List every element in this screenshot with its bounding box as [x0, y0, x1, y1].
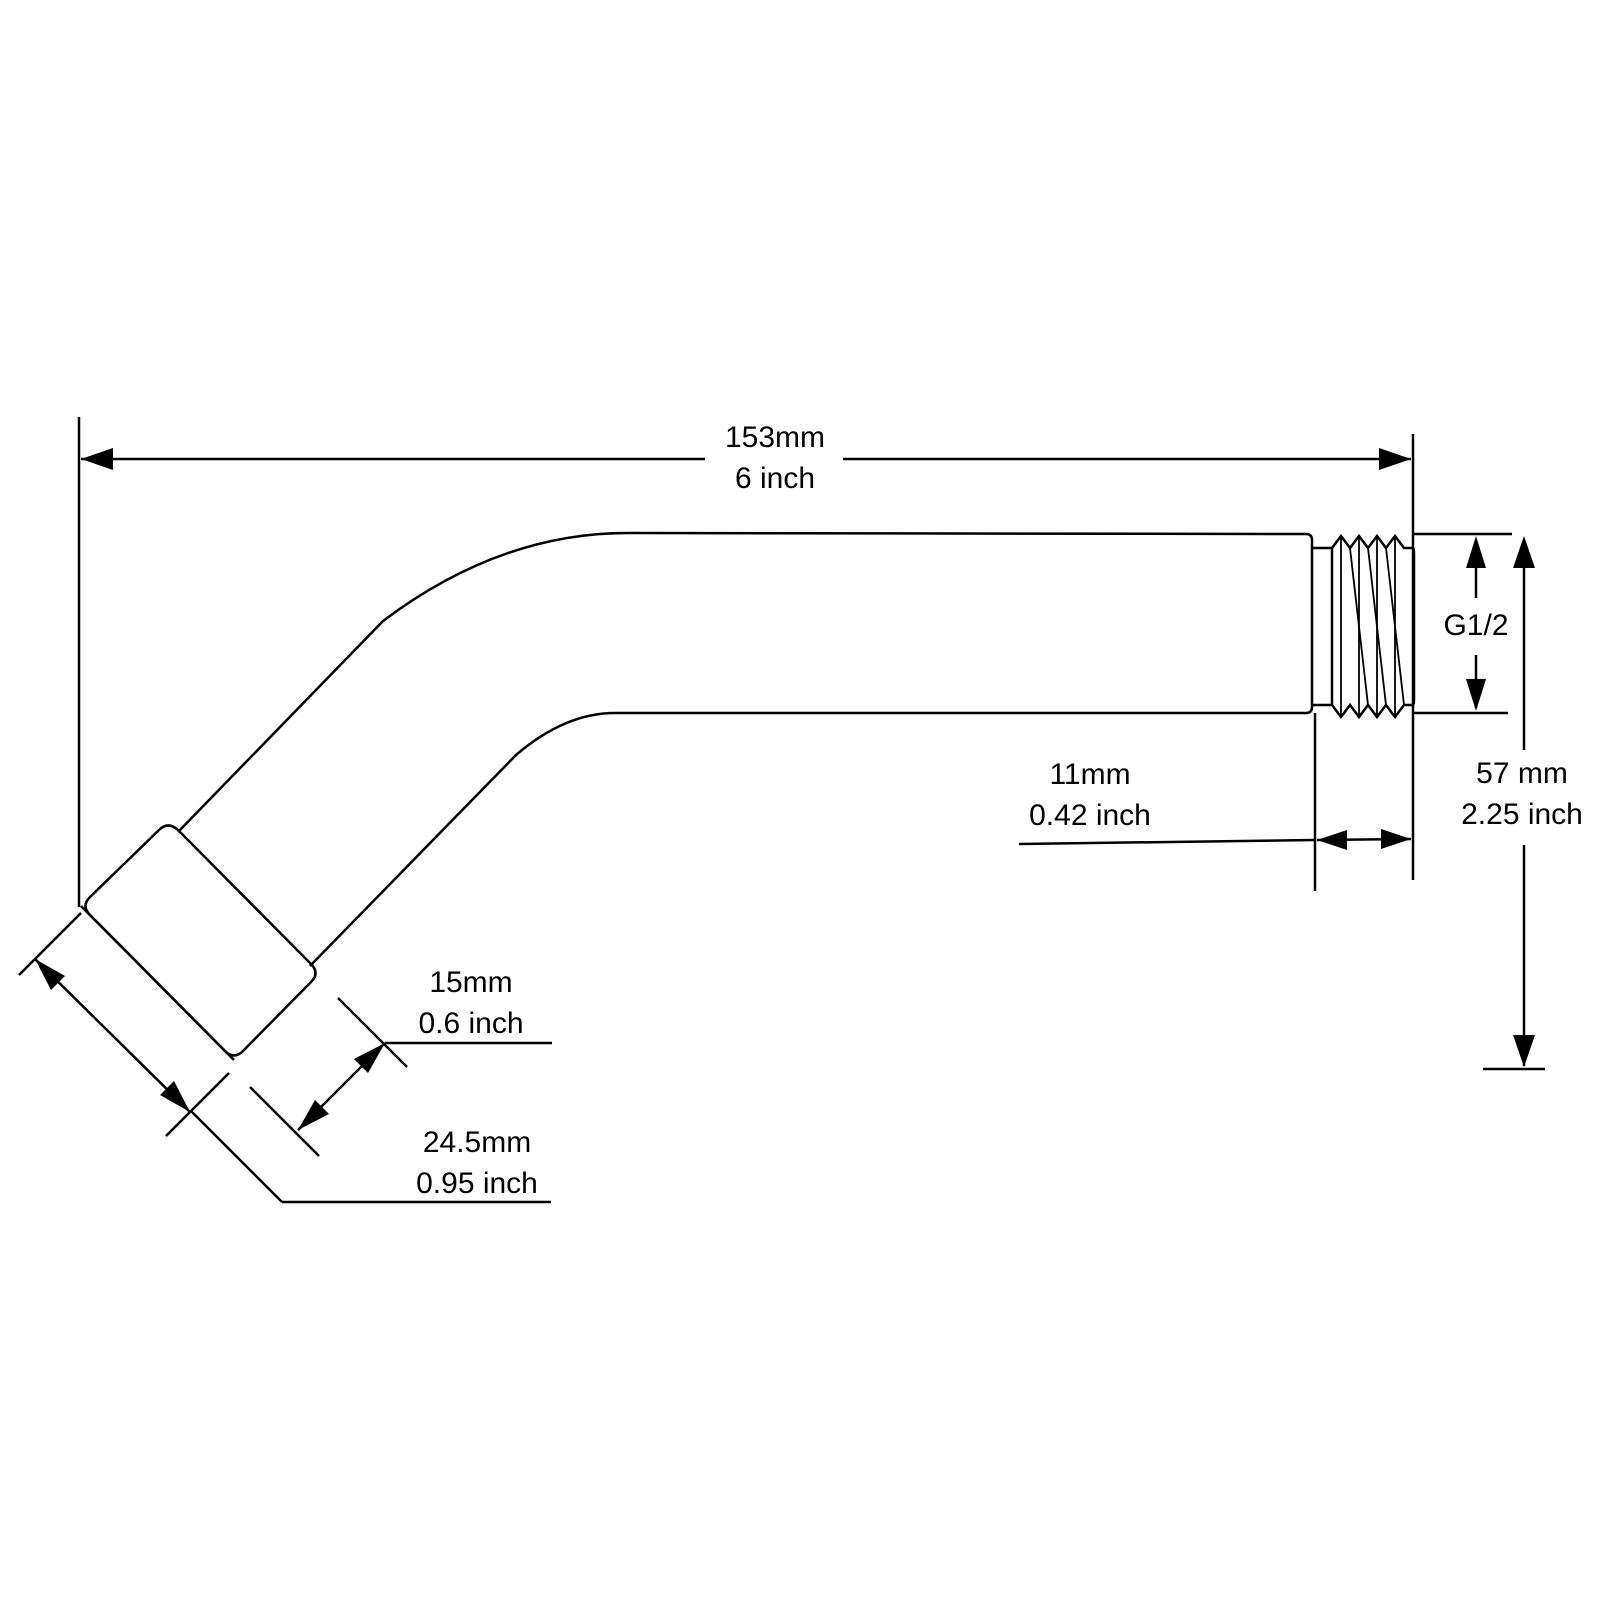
dimension-overall-length: [77, 417, 1415, 907]
overall-length-metric: 153mm: [724, 421, 826, 454]
pipe-end-cap: [1305, 532, 1314, 715]
nut-diameter-metric: 24.5mm: [422, 1126, 532, 1159]
label-nut-diameter: 24.5mm 0.95 inch: [397, 1122, 557, 1204]
thread-length-metric: 11mm: [1049, 758, 1131, 791]
label-height: 57 mm 2.25 inch: [1444, 753, 1600, 835]
height-metric: 57 mm: [1476, 757, 1568, 790]
height-imperial: 2.25 inch: [1461, 798, 1583, 831]
overall-length-imperial: 6 inch: [734, 462, 816, 495]
thread-length-imperial: 0.42 inch: [1029, 799, 1151, 832]
shower-arm-pipe: [177, 531, 1314, 967]
dimension-height: [1483, 536, 1545, 1071]
nut-width-metric: 15mm: [429, 966, 513, 999]
dimension-thread: [1414, 532, 1512, 715]
collar-outline: [84, 824, 317, 1057]
nut-width-imperial: 0.6 inch: [418, 1007, 524, 1040]
collar-nut: [80, 824, 317, 1061]
label-nut-width: 15mm 0.6 inch: [401, 962, 541, 1044]
pipe-inner-edge: [309, 711, 1306, 967]
label-overall-length: 153mm 6 inch: [694, 417, 856, 499]
collar-inner-line: [80, 905, 235, 1061]
label-thread: G1/2: [1424, 605, 1528, 646]
dimension-thread-length: [1018, 713, 1412, 891]
dimension-nut-diameter: [18, 912, 551, 1204]
thread-size: G1/2: [1443, 609, 1509, 642]
nut-diameter-imperial: 0.95 inch: [416, 1167, 538, 1200]
pipe-outer-edge: [177, 531, 1307, 833]
dimension-nut-width: [249, 997, 552, 1157]
thread-section: [1312, 533, 1416, 720]
label-thread-length: 11mm 0.42 inch: [1010, 754, 1170, 836]
